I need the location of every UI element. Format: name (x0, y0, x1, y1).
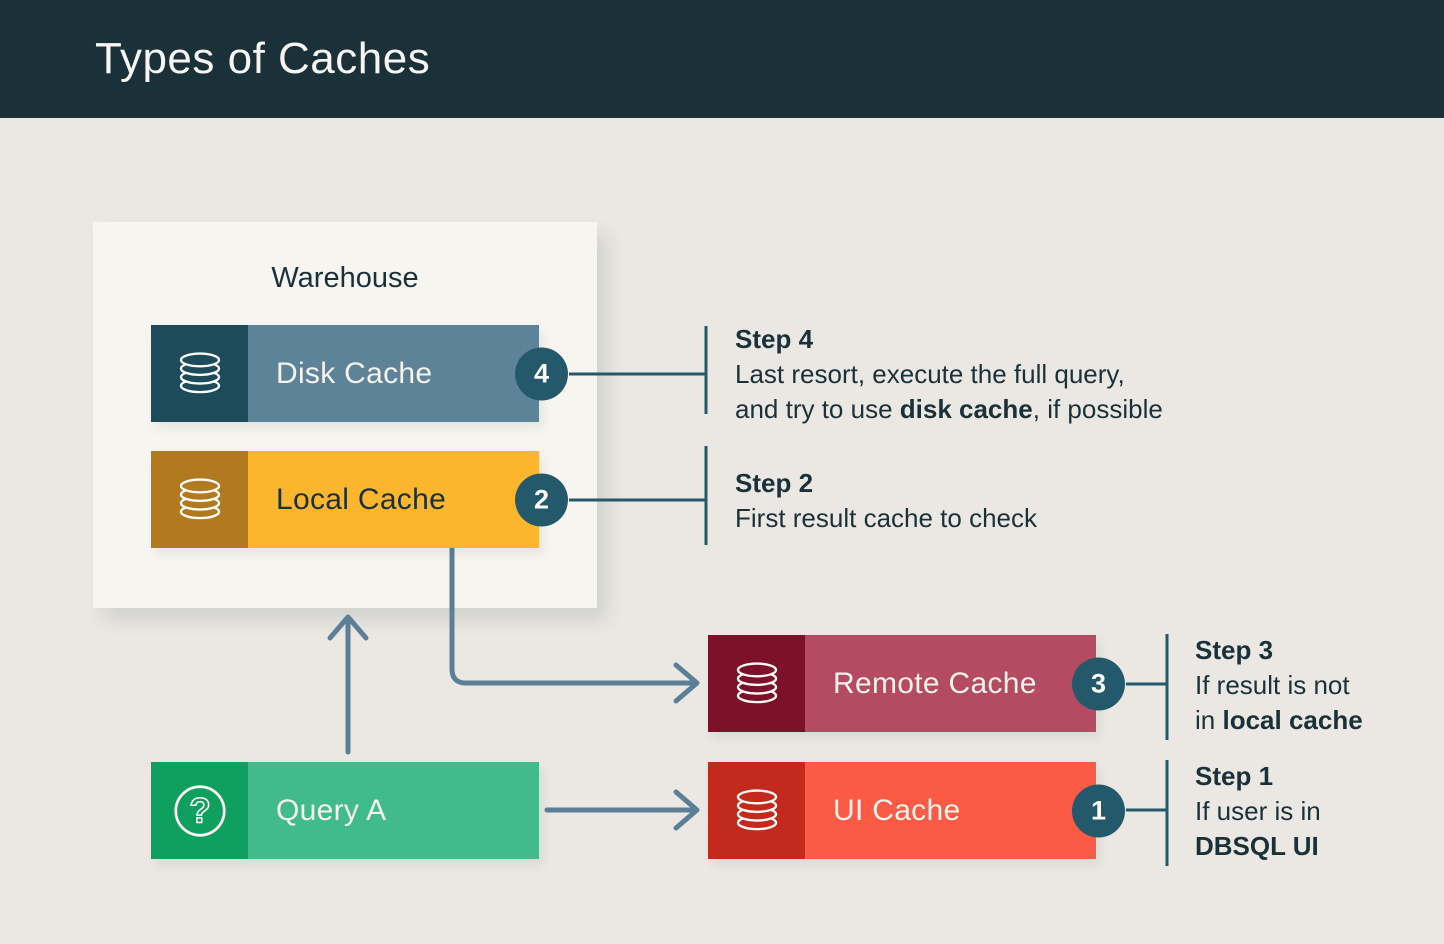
step-badge-3: 3 (1072, 657, 1125, 710)
local-cache-node: Local Cache 2 (151, 451, 568, 548)
arrow-head-up-icon (327, 614, 369, 641)
step-text-bold: local cache (1222, 705, 1363, 735)
step-3-note: Step 3 If result is not in local cache (1195, 633, 1363, 738)
step-title: Step 3 (1195, 635, 1274, 665)
step-badge-4: 4 (515, 347, 568, 400)
database-icon (151, 325, 248, 422)
step-badge-1: 1 (1072, 784, 1125, 837)
arrow-query-to-ui (544, 789, 700, 831)
step-text-line: Last resort, execute the full query, (735, 357, 1163, 392)
step-title: Step 2 (735, 468, 814, 498)
step-title: Step 1 (1195, 761, 1274, 791)
step-2-note: Step 2 First result cache to check (735, 466, 1037, 536)
step-text-line: DBSQL UI (1195, 829, 1321, 864)
svg-text:?: ? (189, 791, 210, 830)
step-text-line: If user is in (1195, 794, 1321, 829)
step-text: in (1195, 705, 1223, 735)
warehouse-label: Warehouse (271, 262, 419, 294)
database-icon (151, 451, 248, 548)
step-text-bold: DBSQL UI (1195, 831, 1319, 861)
arrow-query-to-warehouse (327, 614, 369, 755)
step-text-line: in local cache (1195, 703, 1363, 738)
database-icon (708, 762, 805, 859)
step-text-line: If result is not (1195, 668, 1363, 703)
step-4-note: Step 4 Last resort, execute the full que… (735, 322, 1163, 427)
node-label: Local Cache (248, 451, 539, 548)
step-text: First result cache to check (735, 503, 1037, 533)
arrow-head-right-icon (673, 662, 700, 704)
step-text-bold: disk cache (899, 394, 1033, 424)
step-text: and try to use (735, 394, 900, 424)
step-text: , if possible (1032, 394, 1163, 424)
database-icon (708, 635, 805, 732)
question-mark-icon: ? (151, 762, 248, 859)
query-a-node: ? Query A (151, 762, 539, 859)
arrow-head-right-icon (673, 789, 700, 831)
step-text-line: First result cache to check (735, 501, 1037, 536)
connector-step1 (1126, 760, 1169, 866)
node-label: Query A (248, 762, 539, 859)
step-text: Last resort, execute the full query, (735, 359, 1125, 389)
connector-step3 (1126, 634, 1169, 740)
node-label: Disk Cache (248, 325, 539, 422)
step-1-note: Step 1 If user is in DBSQL UI (1195, 759, 1321, 864)
page-title: Types of Caches (95, 34, 431, 83)
remote-cache-node: Remote Cache 3 (708, 635, 1125, 732)
step-text: If user is in (1195, 796, 1321, 826)
step-text: If result is not (1195, 670, 1350, 700)
node-label: UI Cache (805, 762, 1096, 859)
step-text-line: and try to use disk cache, if possible (735, 392, 1163, 427)
step-title: Step 4 (735, 324, 814, 354)
step-badge-2: 2 (515, 473, 568, 526)
node-label: Remote Cache (805, 635, 1096, 732)
disk-cache-node: Disk Cache 4 (151, 325, 568, 422)
header-bar: Types of Caches (0, 0, 1444, 118)
ui-cache-node: UI Cache 1 (708, 762, 1125, 859)
